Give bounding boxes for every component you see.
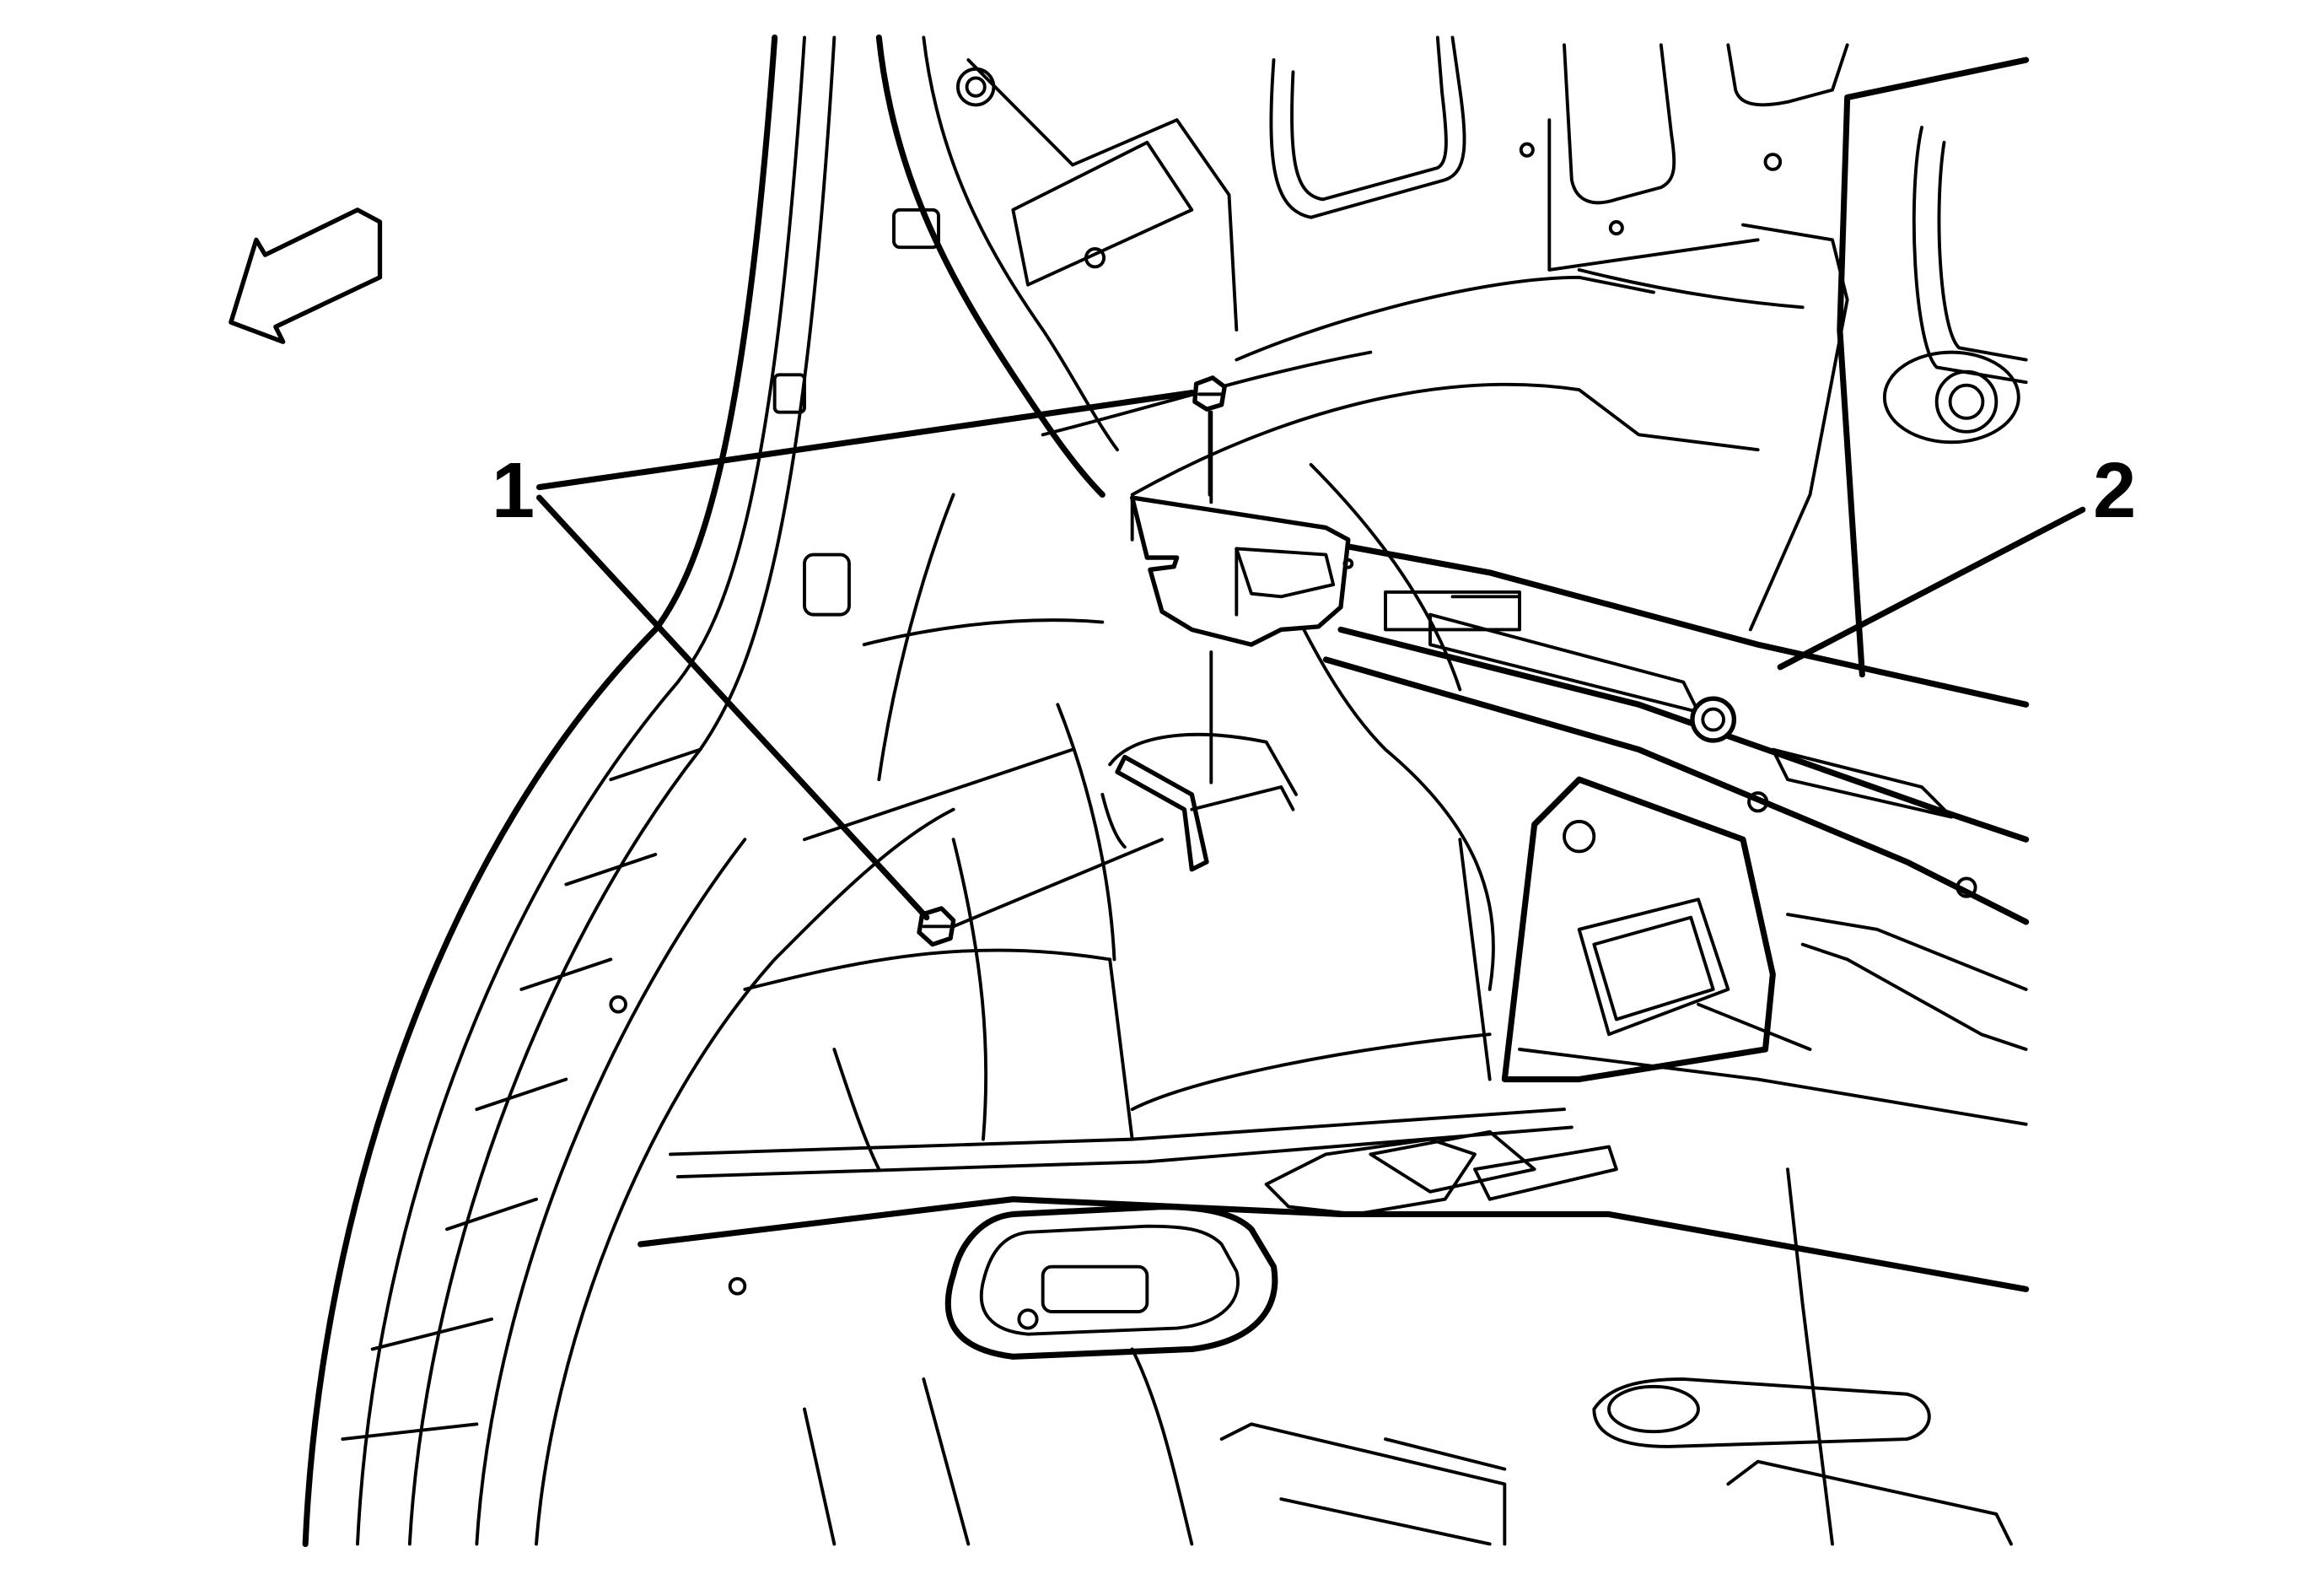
alignment-lines <box>951 410 1213 929</box>
body-structure <box>302 34 2030 1548</box>
bracket <box>1130 495 1354 647</box>
direction-arrow-icon <box>229 208 383 344</box>
trunk-floor <box>637 776 2030 1546</box>
mount-base <box>1100 732 1298 872</box>
callout-2-leader-lines <box>1777 506 2086 671</box>
callout-2-label: 2 <box>2093 447 2136 534</box>
callout-1-label: 1 <box>492 447 535 534</box>
cross-member-assembly <box>1308 536 2030 925</box>
callout-1-leader-lines <box>536 390 1195 921</box>
